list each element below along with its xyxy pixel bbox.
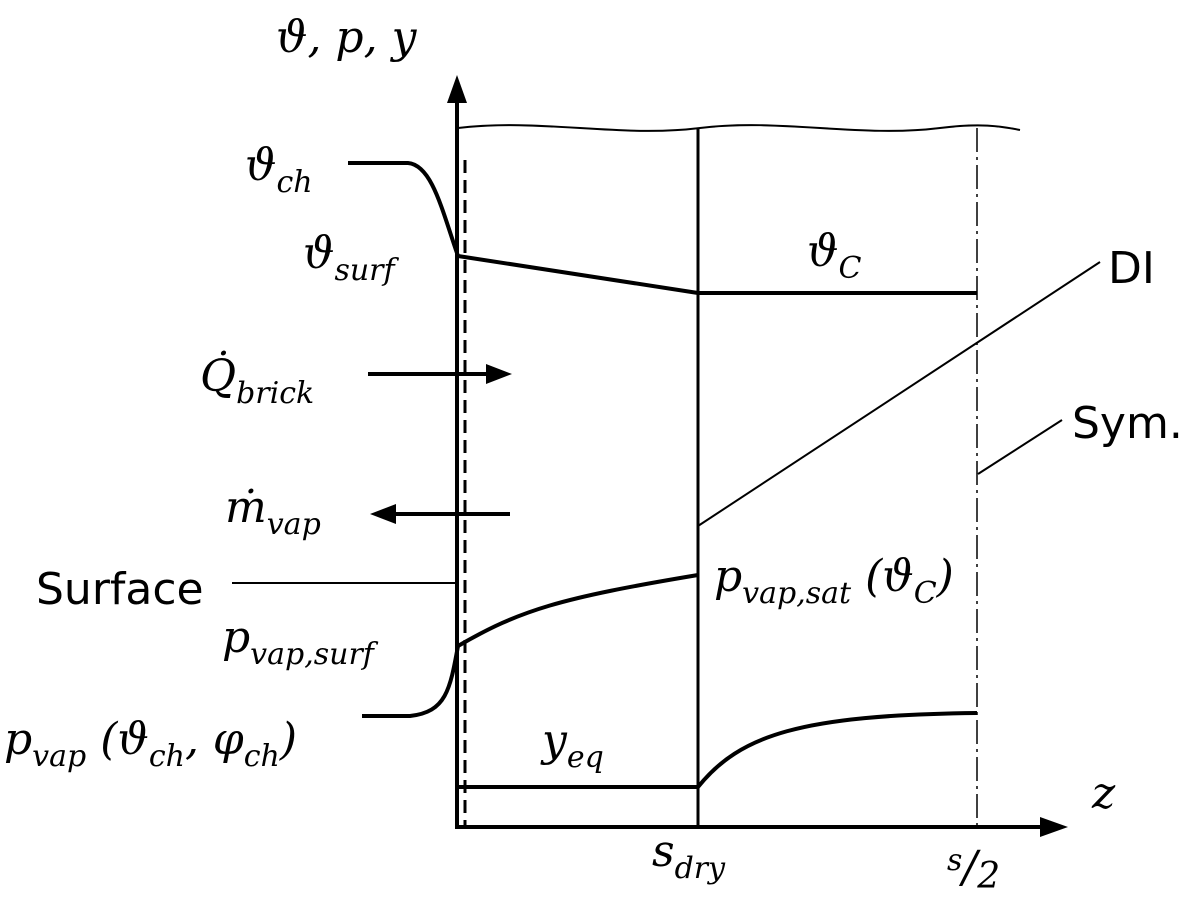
p-vap-sat-label: pvap,sat (ϑC)	[714, 551, 954, 611]
q-brick-label: Q̇brick	[200, 349, 314, 411]
vapor-pressure-curve-chamber	[362, 645, 460, 718]
m-vap-label: ṁvap	[225, 482, 321, 542]
vapor-pressure-curve-wet-zone	[456, 573, 699, 648]
y-axis-label: ϑ, p, y	[276, 12, 418, 63]
y-axis-arrowhead	[447, 75, 467, 103]
vapor-flow-arrowhead	[370, 504, 396, 524]
y-eq-label: yeq	[540, 715, 604, 775]
di-callout-label: DI	[1108, 243, 1155, 294]
s-dry-label: sdry	[652, 826, 726, 886]
x-axis-label: z	[1091, 768, 1116, 819]
temperature-curve-wet-zone	[457, 254, 699, 295]
p-vap-surf-label: pvap,surf	[222, 612, 379, 672]
theta-ch-label: ϑch	[245, 140, 313, 200]
surface-callout-label: Surface	[36, 564, 204, 615]
sym-callout-label: Sym.	[1072, 398, 1183, 449]
s-half-label: s/2	[947, 842, 1000, 897]
p-vap-ch-label: pvap (ϑch, φch)	[4, 714, 297, 774]
wavy-top-boundary	[457, 124, 1021, 132]
x-axis-arrowhead	[1040, 817, 1068, 837]
sym-leader-line	[977, 419, 1063, 475]
theta-c-label: ϑC	[807, 226, 861, 286]
heat-flux-arrowhead	[486, 364, 512, 384]
moisture-curve-dry-zone	[696, 711, 978, 789]
temperature-curve-chamber	[348, 161, 460, 257]
di-leader-line	[697, 261, 1101, 527]
theta-surf-label: ϑsurf	[303, 228, 400, 288]
